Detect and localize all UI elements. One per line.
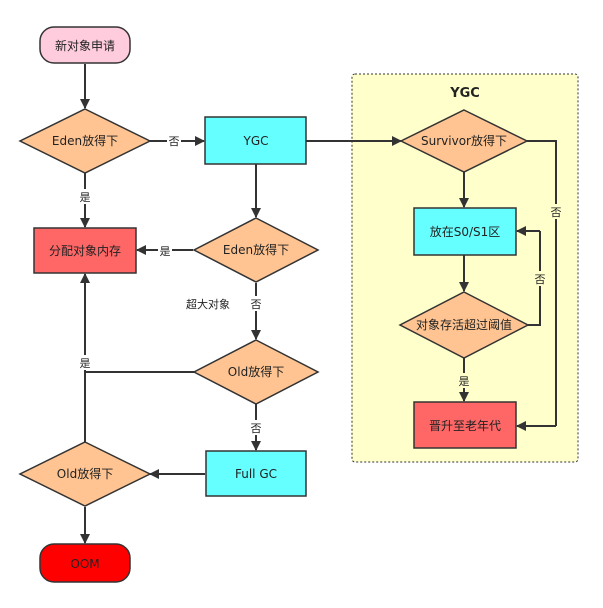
node-s0s1-label: 放在S0/S1区 (430, 224, 501, 239)
edge-threshold-check-right (528, 231, 541, 326)
node-eden-check-2: Eden放得下 (192, 217, 320, 283)
node-allocate-label: 分配对象内存 (49, 244, 121, 258)
edge-label-threshold-no: 否 (535, 273, 546, 286)
node-old-check-1: Old放得下 (192, 339, 320, 405)
edge-survivor-check-right (527, 140, 557, 426)
node-full-gc: Full GC (205, 450, 307, 497)
node-oom: OOM (39, 543, 131, 583)
node-promote: 晋升至老年代 (413, 401, 517, 449)
node-oom-label: OOM (70, 557, 99, 571)
node-start-label: 新对象申请 (55, 38, 115, 53)
edge-label-eden1-yes: 是 (80, 191, 91, 204)
edge-label-threshold-yes: 是 (459, 375, 470, 388)
ygc-group-title: YGC (449, 86, 480, 101)
edge-label-old1-no: 否 (251, 422, 262, 435)
node-threshold-check-label: 对象存活超过阈值 (416, 317, 512, 332)
node-ygc-label: YGC (242, 134, 268, 148)
node-eden-check-1-label: Eden放得下 (52, 133, 118, 148)
node-s0s1: 放在S0/S1区 (413, 207, 517, 256)
node-ygc: YGC (204, 116, 307, 165)
edge-label-old1-yes: 是 (80, 357, 91, 370)
edge-label-eden2-yes: 是 (160, 245, 171, 258)
edge-label-eden2-no: 否 (251, 298, 262, 311)
node-old-check-1-label: Old放得下 (228, 364, 284, 379)
node-promote-label: 晋升至老年代 (429, 419, 501, 433)
node-survivor-check: Survivor放得下 (399, 109, 529, 173)
node-threshold-check: 对象存活超过阈值 (398, 291, 530, 359)
node-old-check-2-label: Old放得下 (57, 466, 113, 481)
edge-label-survivor-no: 否 (551, 206, 562, 219)
node-eden-check-2-label: Eden放得下 (223, 242, 289, 257)
node-old-check-2: Old放得下 (18, 441, 152, 507)
edge-labels: 否 是 是 超大对象 否 是 否 否 否 是 (78, 133, 563, 435)
edge-old-check-left (84, 371, 194, 442)
edge-label-large-object: 超大对象 (186, 297, 230, 311)
node-eden-check-1: Eden放得下 (18, 108, 152, 174)
node-start: 新对象申请 (39, 26, 131, 64)
edge-label-eden1-no: 否 (169, 135, 180, 148)
node-survivor-check-label: Survivor放得下 (421, 133, 507, 148)
node-full-gc-label: Full GC (235, 467, 277, 481)
node-allocate: 分配对象内存 (33, 227, 137, 274)
